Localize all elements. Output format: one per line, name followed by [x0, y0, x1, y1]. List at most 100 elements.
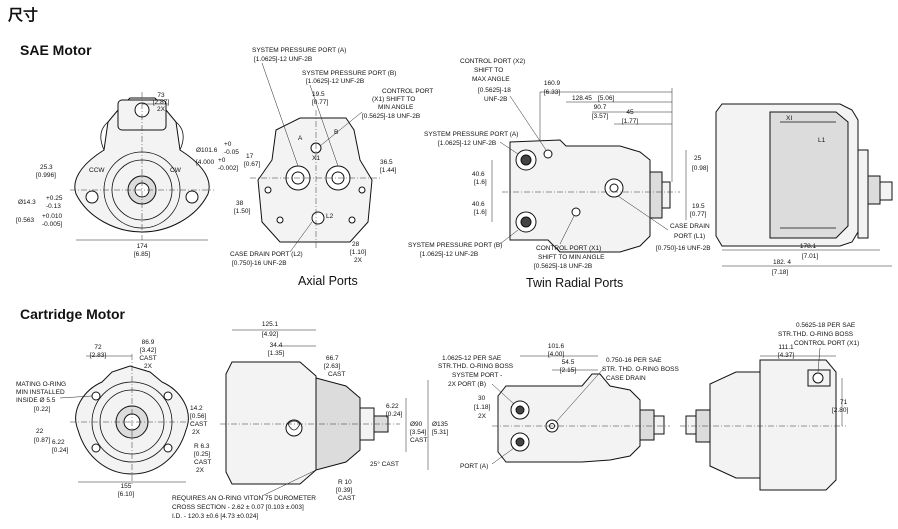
axial-dim-28: 28: [352, 241, 360, 248]
cart-dim-22: 22: [36, 428, 44, 435]
twin-drain: CASE DRAIN: [670, 223, 710, 230]
tol-14-b: -0.13: [46, 203, 61, 210]
axial-dim-28-x: 2X: [354, 257, 363, 264]
twin-dim-90-in: [3.57]: [592, 113, 608, 120]
cp-dim-101-in: [4.00]: [548, 351, 564, 358]
dim-73: 73: [157, 92, 165, 99]
axial-dim-36-in: [1.44]: [380, 167, 396, 174]
cp-dim-30: 30: [478, 395, 486, 402]
twin-ctrl-x1-thread: [0.5625]-18 UNF-2B: [534, 263, 592, 270]
axial-dim-38: 38: [236, 200, 244, 207]
cp-sys-b-2: STR.THD. O-RING BOSS: [438, 363, 514, 370]
cart-dim-r10-cast: CAST: [338, 495, 355, 502]
cart-dim-r10-in: [0.39]: [336, 487, 352, 494]
dia-101-in: [4.000: [196, 159, 214, 166]
twin-dim-25: 25: [694, 155, 702, 162]
twin-dim-128: 128.45: [572, 95, 592, 102]
twin-sys-a: SYSTEM PRESSURE PORT (A): [424, 131, 518, 138]
twin-radial-ports-caption: Twin Radial Ports: [526, 276, 624, 290]
cart-dim-6b: 6.22: [386, 403, 399, 410]
dim-25-in: [0.996]: [36, 172, 56, 179]
axial-dim-19: 19.5: [312, 91, 325, 98]
axial-ctrl-2: (X1) SHIFT TO: [372, 96, 415, 103]
page-title: 尺寸: [8, 7, 39, 24]
cartridge-side-view: 125.1 [4.92] 34.4 [1.35] 66.7 [2.63] CAS…: [172, 321, 448, 520]
cr-dim-111-in: [4.37]: [778, 352, 794, 359]
cart-dim-22-in: [0.87]: [34, 437, 50, 444]
cart-dim-r10: R 10: [338, 479, 352, 486]
axial-dim-17-in: [0.67]: [244, 161, 260, 168]
axial-ctrl: CONTROL PORT: [382, 88, 433, 95]
cart-dim-14-cast: CAST: [190, 421, 207, 428]
twin-dim-19: 19.5: [692, 203, 705, 210]
axial-dim-38-in: [1.50]: [234, 208, 250, 215]
dim-25: 25.3: [40, 164, 53, 171]
tol-101-a: +0: [224, 141, 232, 148]
cp-dim-54: 54.5: [562, 359, 575, 366]
cp-drain-3: CASE DRAIN: [606, 375, 646, 382]
dia-14: Ø14.3: [18, 199, 36, 206]
dia-101: Ø101.6: [196, 147, 218, 154]
cr-ctrl: 0.5625-18 PER SAE: [796, 322, 856, 329]
dim-73-x: 2X: [157, 106, 166, 113]
cart-ang-25: 25° CAST: [370, 460, 399, 468]
cr-ctrl-2: STR.THD. O-RING BOSS: [778, 331, 854, 338]
twin-drain-2: PORT (L1): [674, 233, 705, 240]
axial-dim-19-in: [0.77]: [312, 99, 328, 106]
cp-sys-b: 1.0625-12 PER SAE: [442, 355, 502, 362]
dim-73-in: [2.87]: [153, 99, 169, 106]
side-dim-178-in: [7.01]: [802, 253, 818, 260]
twin-dim-45-in: [1.77]: [622, 118, 638, 125]
cart-dim-86-x: 2X: [144, 363, 153, 370]
cp-port-a: PORT (A): [460, 463, 488, 470]
axial-sys-b-thread: [1.0625]-12 UNF-2B: [306, 78, 364, 85]
cart-dim-86-in: [3.42]: [140, 347, 156, 354]
tol-101-b: -0.05: [224, 149, 239, 156]
cr-dim-71-in: [2.80]: [832, 407, 848, 414]
cp-sys-b-3: SYSTEM PORT -: [452, 372, 502, 379]
twin-ctrl-x2: CONTROL PORT (X2): [460, 58, 525, 65]
cart-dim-34: 34.4: [270, 342, 283, 349]
cart-dim-66: 66.7: [326, 355, 339, 362]
twin-sys-a-thread: [1.0625]-12 UNF-2B: [438, 140, 496, 147]
twin-dim-40a-in: [1.6]: [474, 179, 487, 186]
dim-174: 174: [137, 243, 148, 250]
cp-drain: 0.750-16 PER SAE: [606, 357, 662, 364]
cartridge-ports-view: 1.0625-12 PER SAE STR.THD. O-RING BOSS S…: [438, 343, 679, 470]
cart-oring-note: REQUIRES AN O-RING VITON 75 DUROMETER: [172, 495, 316, 502]
twin-dim-45: 45: [626, 109, 634, 116]
cart-dim-34-in: [1.35]: [268, 350, 284, 357]
cartridge-front-view: 72 [2.83] 86.9 [3.42] CAST 2X MATING O-R…: [16, 339, 211, 498]
sae-front-view: CCW CW 73 [2.87] 2X Ø101.6 [4.000 +0 -0.…: [16, 92, 239, 258]
axial-ports-caption: Axial Ports: [298, 274, 358, 288]
twin-dim-40a: 40.6: [472, 171, 485, 178]
cart-dim-r6: R 6.3: [194, 443, 210, 450]
cr-ctrl-3: CONTROL PORT (X1): [794, 340, 859, 347]
cart-dim-86: 86.9: [142, 339, 155, 346]
cart-dim-72: 72: [94, 344, 102, 351]
twin-dim-40b-in: [1.6]: [474, 209, 487, 216]
twin-ctrl-x2-3: MAX ANGLE: [472, 76, 510, 83]
axial-sys-a-thread: [1.0625]-12 UNF-2B: [254, 56, 312, 63]
axial-sys-a: SYSTEM PRESSURE PORT (A): [252, 47, 346, 54]
cart-dim-r6-x: 2X: [196, 467, 205, 474]
cart-dim-66-cast: CAST: [328, 371, 345, 378]
cart-mating-in: [0.22]: [34, 406, 50, 413]
cart-dim-155: 155: [121, 483, 132, 490]
cr-dim-71: 71: [840, 399, 848, 406]
sae-side-view: XI L1 178.1 [7.01] 182. 4 [7.18]: [715, 103, 893, 276]
cart-oring-note-3: I.D. - 120.3 ±0.6 [4.73 ±0.024]: [172, 513, 258, 520]
axial-dim-28-in: [1.10]: [350, 249, 366, 256]
cart-dim-14-x: 2X: [192, 429, 201, 436]
cart-dim-6b-in: [0.24]: [386, 411, 402, 418]
cart-dim-6a: 6.22: [52, 439, 65, 446]
cart-dim-14: 14.2: [190, 405, 203, 412]
cartridge-right-view: 0.5625-18 PER SAE STR.THD. O-RING BOSS C…: [680, 322, 859, 491]
cp-dim-30-in: [1.18]: [474, 404, 490, 411]
tol-14-c: +0.010: [42, 213, 62, 220]
cart-dia-90-in: [3.54]: [410, 429, 426, 436]
cart-dia-135: Ø135: [432, 421, 448, 428]
dia-14-in: [0.563: [16, 217, 34, 224]
cp-sys-b-4: 2X PORT (B): [448, 381, 486, 388]
twin-dim-40b: 40.6: [472, 201, 485, 208]
